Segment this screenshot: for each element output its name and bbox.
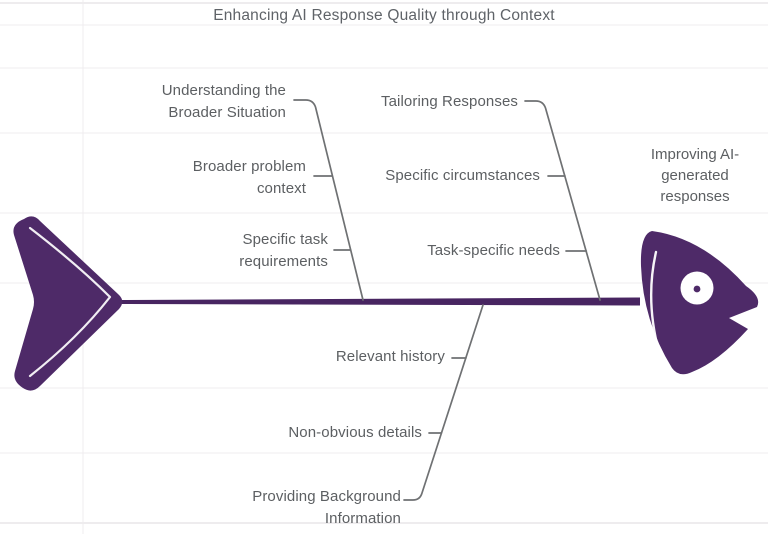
- fish-head: [640, 231, 759, 375]
- cause-label-task-specific-needs: Task-specific needs: [427, 242, 560, 259]
- cause-label-non-obvious-details: Non-obvious details: [288, 424, 422, 441]
- category-label-providing-background-information: Providing Background Information: [252, 488, 401, 527]
- effect-label: Improving AI-generated responses: [650, 146, 740, 205]
- cause-label-specific-task-requirements: Specific task requirements: [239, 231, 328, 270]
- category-label-tailoring-responses: Tailoring Responses: [381, 93, 518, 110]
- branch-line-background-information: [403, 304, 484, 501]
- branch-line-tailoring: [524, 100, 601, 301]
- tail-accent-line: [28, 226, 112, 378]
- cause-label-specific-circumstances: Specific circumstances: [385, 167, 540, 184]
- fish-spine: [118, 297, 640, 306]
- cause-label-broader-problem-context: Broader problem context: [192, 158, 306, 197]
- gill-line: [649, 250, 661, 354]
- cause-label-relevant-history: Relevant history: [335, 348, 445, 365]
- chart-title: Enhancing AI Response Quality through Co…: [213, 7, 555, 24]
- fish-tail: [13, 216, 123, 391]
- category-label-understanding-broader-situation: Understanding the Broader Situation: [161, 82, 286, 121]
- branch-line-understanding: [293, 99, 364, 301]
- fish-eye-pupil: [693, 285, 701, 293]
